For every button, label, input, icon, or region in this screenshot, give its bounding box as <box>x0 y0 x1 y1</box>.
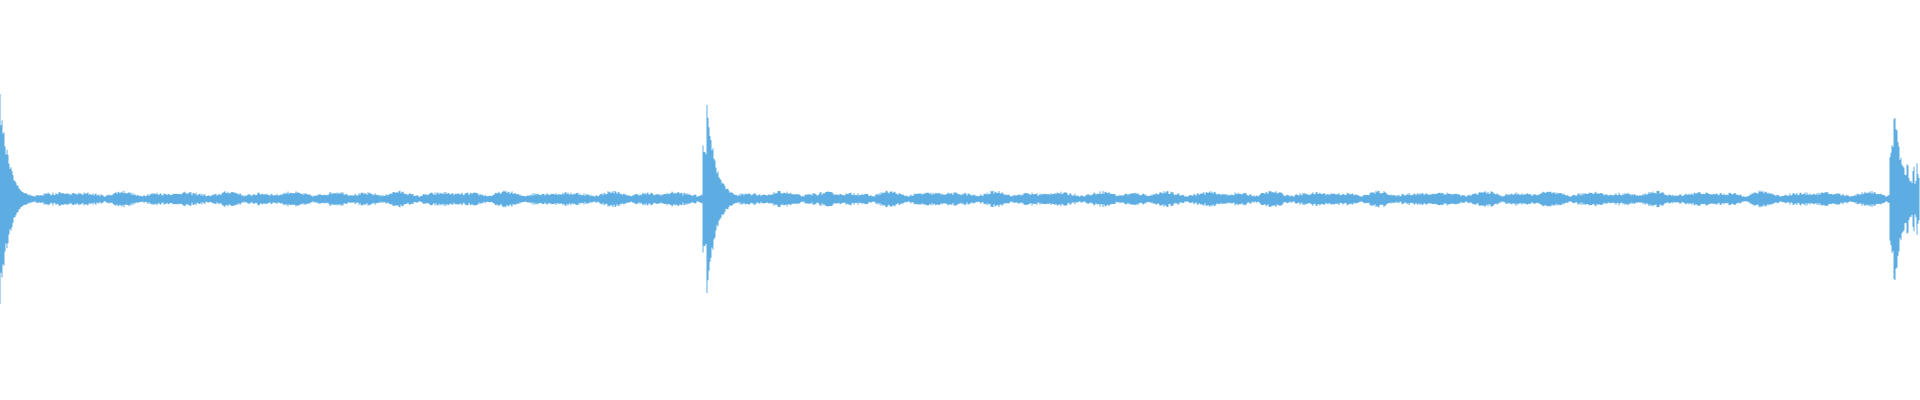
waveform-path <box>0 94 1920 304</box>
